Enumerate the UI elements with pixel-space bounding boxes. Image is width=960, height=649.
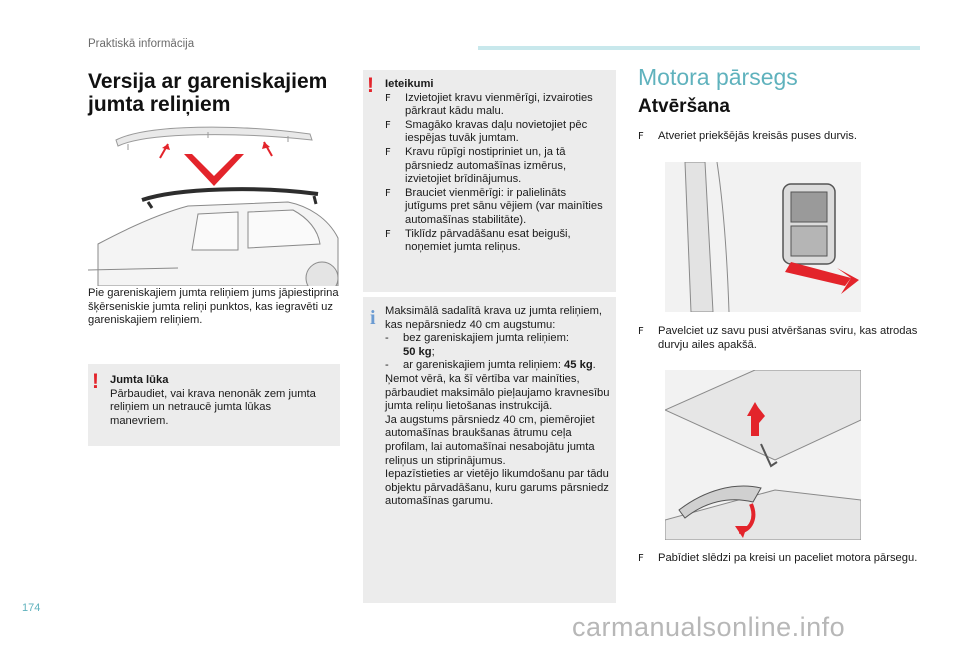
page-number: 174	[22, 602, 41, 614]
subsection-title-opening: Atvēršana	[638, 96, 730, 117]
info-paragraph: Ja augstums pārsniedz 40 cm, piemērojiet…	[385, 413, 595, 467]
max-load-intro: Maksimālā sadalītā krava uz jumta reliņi…	[385, 305, 602, 331]
load-value-with-rails: 45 kg	[564, 359, 593, 372]
info-icon: i	[370, 307, 376, 329]
list-item: -ar gareniskajiem jumta reliņiem: 45 kg.	[385, 359, 596, 372]
bullet-icon: F	[638, 131, 644, 142]
section-title-bonnet: Motora pārsegs	[638, 64, 798, 90]
running-header: Praktiskā informācija	[88, 38, 195, 50]
bullet-icon: F	[385, 228, 391, 240]
info-paragraph: Iepazīstieties ar vietējo likumdošanu pa…	[385, 468, 609, 508]
bullet-icon: F	[638, 553, 644, 564]
list-item: -bez gareniskajiem jumta reliņiem:50 kg;	[385, 332, 570, 358]
load-value-without-rails: 50 kg	[403, 345, 432, 358]
header-accent-bar	[478, 46, 920, 50]
bullet-icon: F	[385, 146, 391, 158]
warning-icon: !	[367, 74, 374, 97]
watermark: carmanualsonline.info	[572, 612, 846, 642]
section-title-roof-rails: Versija ar gareniskajiem jumta reliņiem	[88, 70, 328, 116]
recommendations-title: Ieteikumi	[385, 78, 434, 90]
bonnet-latch-illustration	[665, 370, 861, 540]
bullet-icon: F	[385, 119, 391, 131]
bullet-icon: F	[638, 326, 644, 337]
sunroof-warning-box: ! Jumta lūka Pārbaudiet, vai krava nenon…	[88, 364, 340, 446]
sunroof-warning-text: Pārbaudiet, vai krava nenonāk zem jumta …	[110, 387, 316, 427]
bullet-icon: F	[385, 187, 391, 199]
door-pillar-lever-illustration	[665, 162, 861, 312]
bullet-icon: F	[385, 92, 391, 104]
roof-rails-illustration	[88, 118, 340, 286]
warning-icon: !	[92, 370, 99, 393]
sunroof-warning-title: Jumta lūka	[110, 374, 169, 386]
info-paragraph: Ņemot vērā, ka šī vērtība var mainīties,…	[385, 372, 610, 413]
max-load-info-box: i Maksimālā sadalītā krava uz jumta reli…	[363, 297, 616, 603]
roof-rails-caption: Pie gareniskajiem jumta reliņiem jums jā…	[88, 287, 339, 327]
